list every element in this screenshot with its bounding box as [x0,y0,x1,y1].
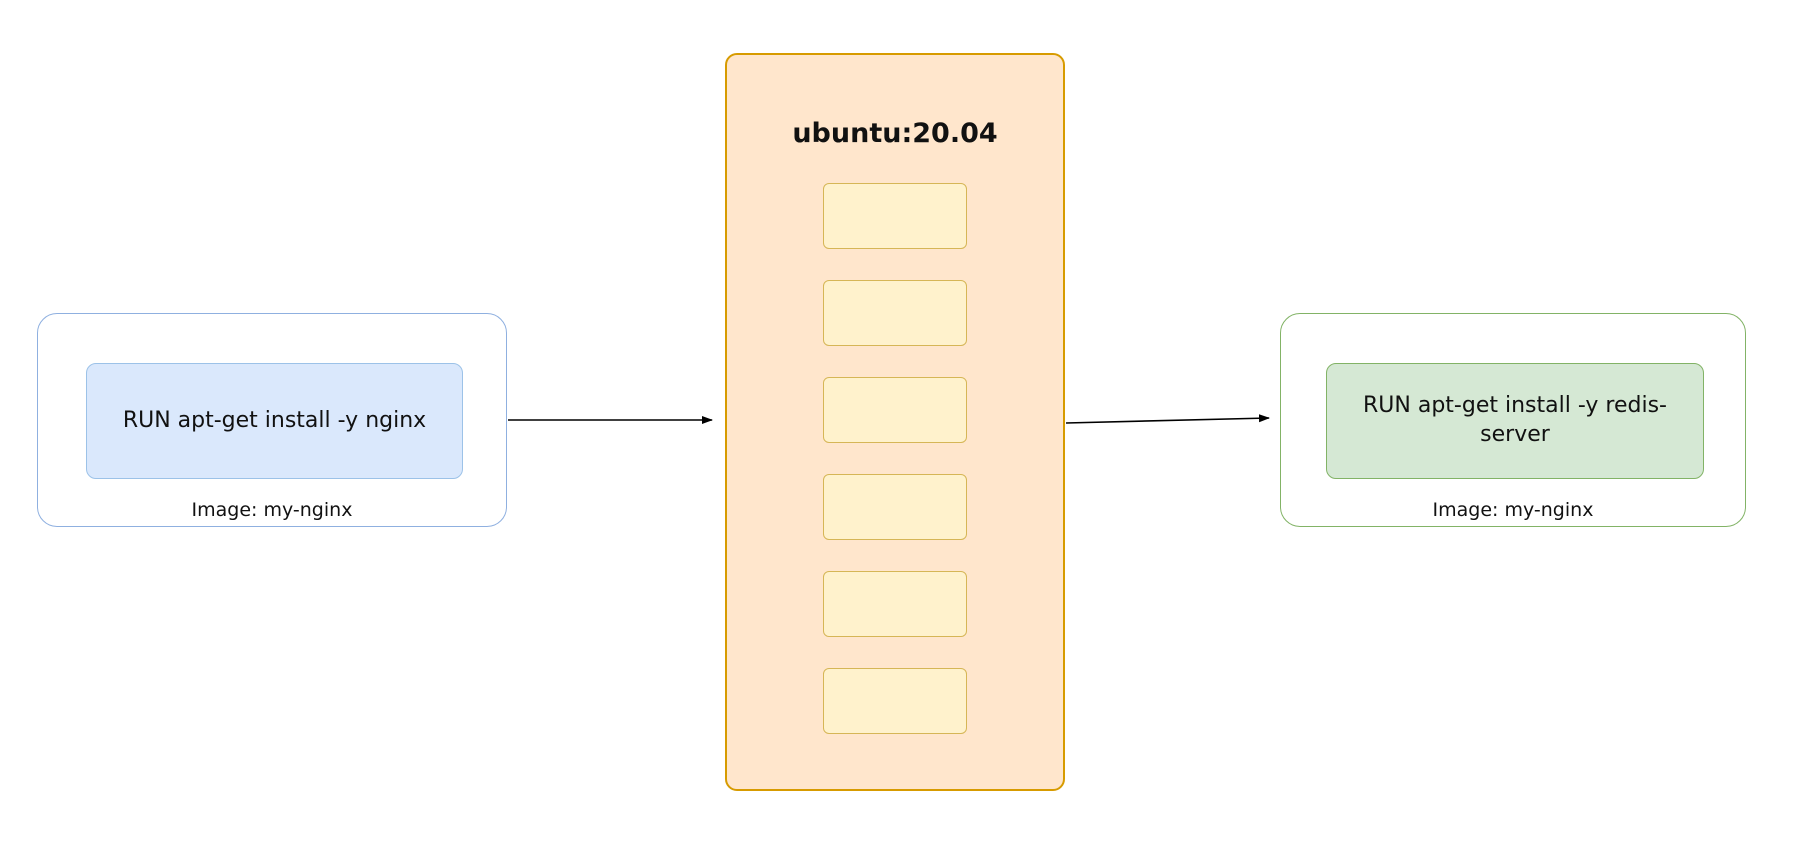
layer-stack [823,183,967,765]
nginx-run-command-text: RUN apt-get install -y nginx [122,407,427,433]
nginx-run-command-box: RUN apt-get install -y nginx [86,363,463,479]
base-image-container: ubuntu:20.04 [725,53,1065,791]
layer-box [823,280,967,346]
layer-box [823,571,967,637]
layer-box [823,183,967,249]
base-image-title: ubuntu:20.04 [792,118,998,149]
layer-box [823,668,967,734]
redis-run-command-text: RUN apt-get install -y redis-server [1363,393,1667,447]
redis-image-node: RUN apt-get install -y redis-server Imag… [1280,313,1746,527]
arrow-base-to-redis [1065,414,1270,424]
redis-run-command-box: RUN apt-get install -y redis-server [1326,363,1704,479]
layer-box [823,474,967,540]
redis-image-label: Image: my-nginx [1432,499,1594,521]
layer-box [823,377,967,443]
nginx-image-node: RUN apt-get install -y nginx Image: my-n… [37,313,507,527]
nginx-image-label: Image: my-nginx [191,499,353,521]
